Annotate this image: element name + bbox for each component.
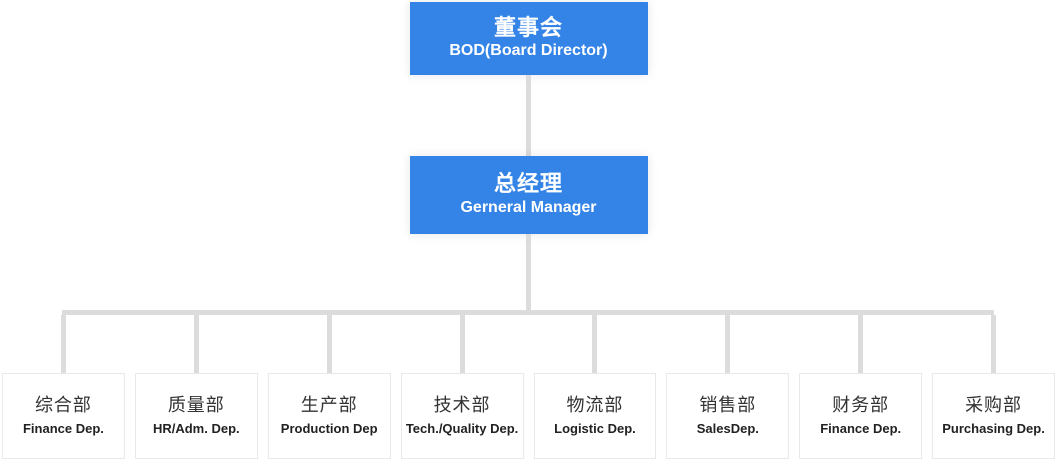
department-title-zh: 采购部 (965, 394, 1023, 415)
department-title-en: Tech./Quality Dep. (405, 420, 519, 436)
connector-drop (326, 315, 332, 373)
connector-drop (193, 315, 199, 373)
department-cell: 物流部 Logistic Dep. (533, 315, 657, 459)
department-cell: 技术部 Tech./Quality Dep. (400, 315, 524, 459)
department-title-zh: 技术部 (433, 394, 491, 415)
department-cell: 生产部 Production Dep (267, 315, 391, 459)
department-title-en: SalesDep. (696, 420, 759, 436)
connector-drop (459, 315, 465, 373)
org-node-general-manager: 总经理 Gerneral Manager (409, 156, 648, 234)
departments-row: 综合部 Finance Dep. 质量部 HR/Adm. Dep. 生产部 Pr… (2, 315, 1055, 459)
connector-drop (60, 315, 66, 373)
department-box-finance: 财务部 Finance Dep. (799, 373, 923, 459)
manager-title-zh: 总经理 (493, 171, 563, 197)
connector-drop (592, 315, 598, 373)
department-title-zh: 质量部 (167, 394, 225, 415)
department-box-purchasing: 采购部 Purchasing Dep. (932, 373, 1055, 459)
department-cell: 综合部 Finance Dep. (2, 315, 125, 459)
department-title-en: Finance Dep. (820, 420, 902, 436)
department-cell: 财务部 Finance Dep. (799, 315, 923, 459)
board-title-en: BOD(Board Director) (449, 42, 608, 60)
connector-drop (725, 315, 731, 373)
department-title-zh: 财务部 (832, 394, 890, 415)
department-cell: 质量部 HR/Adm. Dep. (134, 315, 258, 459)
department-title-zh: 销售部 (699, 394, 757, 415)
manager-title-en: Gerneral Manager (460, 198, 597, 216)
connector-drop (858, 315, 864, 373)
department-box-quality: 质量部 HR/Adm. Dep. (134, 373, 258, 459)
department-title-en: Finance Dep. (22, 420, 104, 436)
department-title-en: Production Dep (280, 420, 378, 436)
department-title-en: HR/Adm. Dep. (152, 420, 240, 436)
department-box-sales: 销售部 SalesDep. (666, 373, 790, 459)
connector-drop (991, 315, 997, 373)
org-node-board: 董事会 BOD(Board Director) (409, 2, 648, 75)
connector-horizontal-bar (62, 310, 994, 315)
connector-board-manager (526, 75, 531, 156)
department-title-zh: 综合部 (34, 394, 92, 415)
department-box-logistics: 物流部 Logistic Dep. (533, 373, 657, 459)
department-cell: 销售部 SalesDep. (666, 315, 790, 459)
department-cell: 采购部 Purchasing Dep. (932, 315, 1055, 459)
department-title-zh: 物流部 (566, 394, 624, 415)
department-box-production: 生产部 Production Dep (267, 373, 391, 459)
connector-manager-departments (526, 234, 531, 310)
department-title-en: Logistic Dep. (554, 420, 636, 436)
department-title-en: Purchasing Dep. (942, 420, 1045, 436)
department-box-technology: 技术部 Tech./Quality Dep. (400, 373, 524, 459)
department-title-zh: 生产部 (300, 394, 358, 415)
department-box-general-affairs: 综合部 Finance Dep. (2, 373, 125, 459)
board-title-zh: 董事会 (493, 14, 563, 40)
